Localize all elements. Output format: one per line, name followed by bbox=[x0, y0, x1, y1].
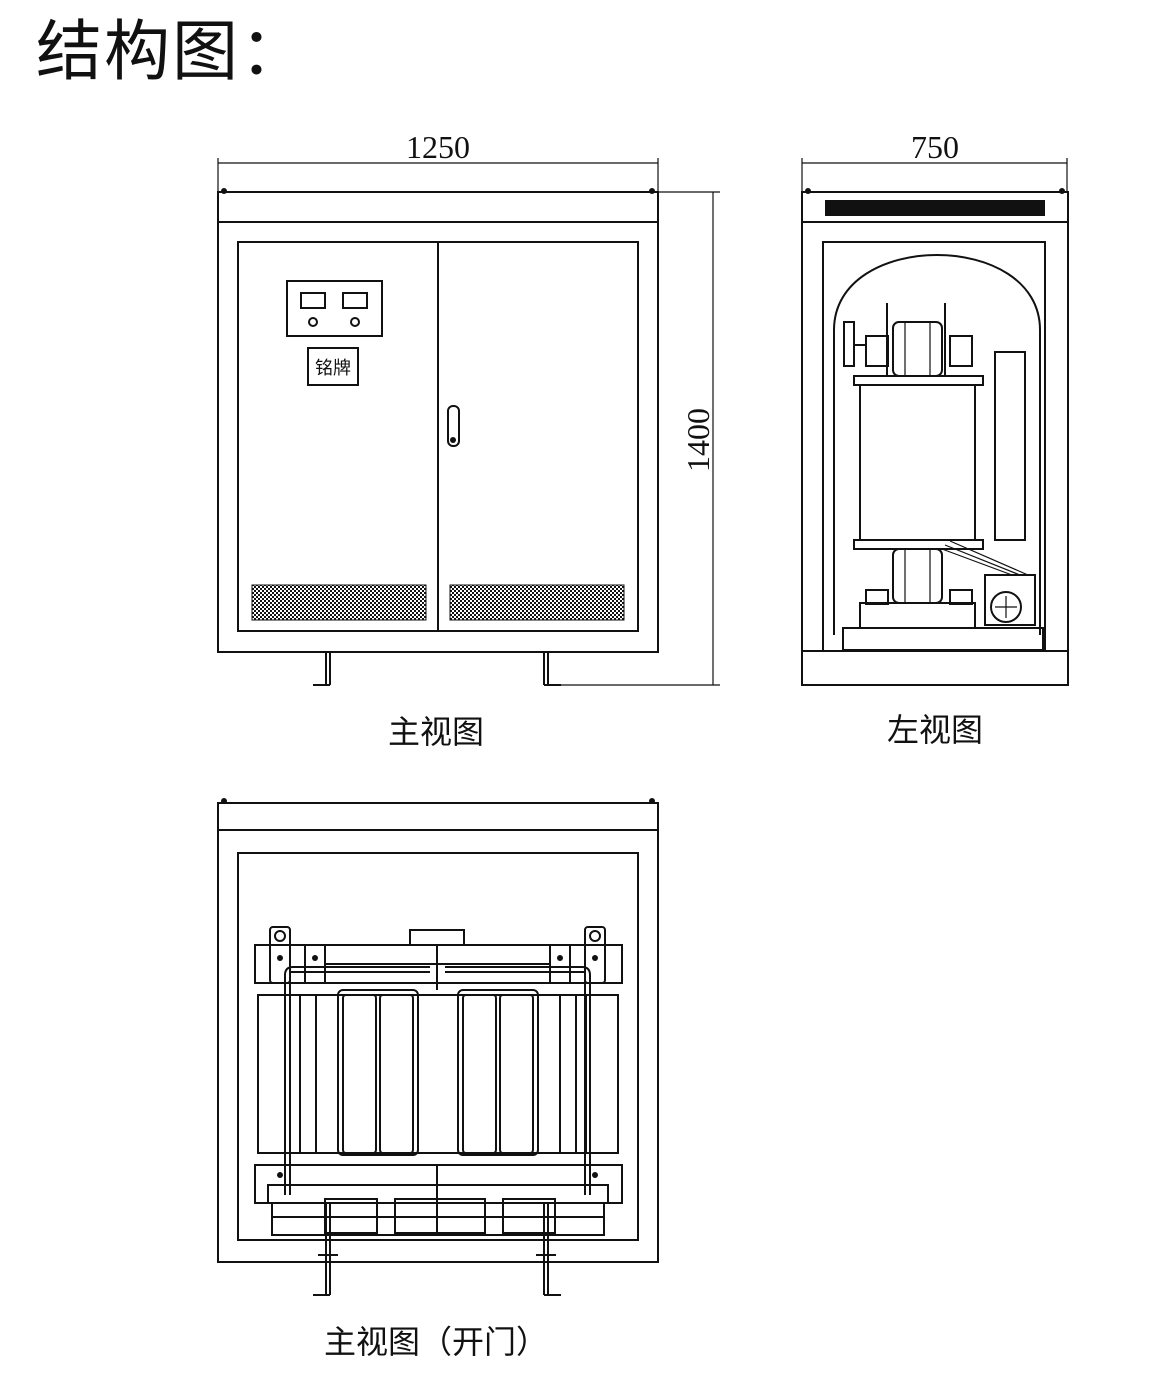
top-vent-slot bbox=[825, 200, 1045, 216]
dimension-height-label: 1400 bbox=[680, 408, 716, 472]
meter-icon bbox=[300, 292, 326, 309]
transformer-side bbox=[842, 303, 1044, 651]
dimension-front-width: 1250 bbox=[217, 129, 659, 192]
transformer-coils bbox=[257, 966, 619, 1195]
front-view: 1250 铭牌 bbox=[217, 129, 720, 751]
meter-panel bbox=[286, 280, 383, 337]
front-feet bbox=[313, 651, 561, 686]
nameplate-label: 铭牌 bbox=[315, 358, 351, 379]
vent-grille-left bbox=[251, 584, 427, 621]
open-feet bbox=[313, 1203, 561, 1296]
caption-left-view: 左视图 bbox=[887, 711, 983, 749]
dimension-height: 1400 bbox=[561, 191, 720, 686]
door-handle bbox=[447, 405, 460, 447]
knob-icon bbox=[350, 317, 360, 327]
dimension-front-width-label: 1250 bbox=[406, 129, 470, 165]
upper-clamp bbox=[254, 926, 623, 990]
arch-cover bbox=[833, 254, 1041, 635]
page-title: 结构图： bbox=[36, 13, 308, 90]
meter-icon bbox=[342, 292, 368, 309]
vent-grille-right bbox=[449, 584, 625, 621]
lower-clamp bbox=[254, 1164, 623, 1236]
open-cabinet-outline bbox=[217, 802, 659, 1263]
caption-front-view-open: 主视图（开门） bbox=[324, 1323, 548, 1361]
front-cabinet-outline bbox=[217, 191, 659, 653]
dimension-side-width-label: 750 bbox=[911, 129, 959, 165]
knob-icon bbox=[308, 317, 318, 327]
left-view: 750 bbox=[801, 129, 1069, 749]
side-cabinet-outline bbox=[801, 191, 1069, 686]
side-panel bbox=[994, 351, 1026, 541]
nameplate: 铭牌 bbox=[307, 347, 359, 386]
cooling-fan bbox=[984, 574, 1036, 626]
front-view-open: 主视图（开门） bbox=[217, 798, 659, 1361]
dimension-side-width: 750 bbox=[801, 129, 1068, 192]
caption-front-view: 主视图 bbox=[388, 713, 484, 751]
